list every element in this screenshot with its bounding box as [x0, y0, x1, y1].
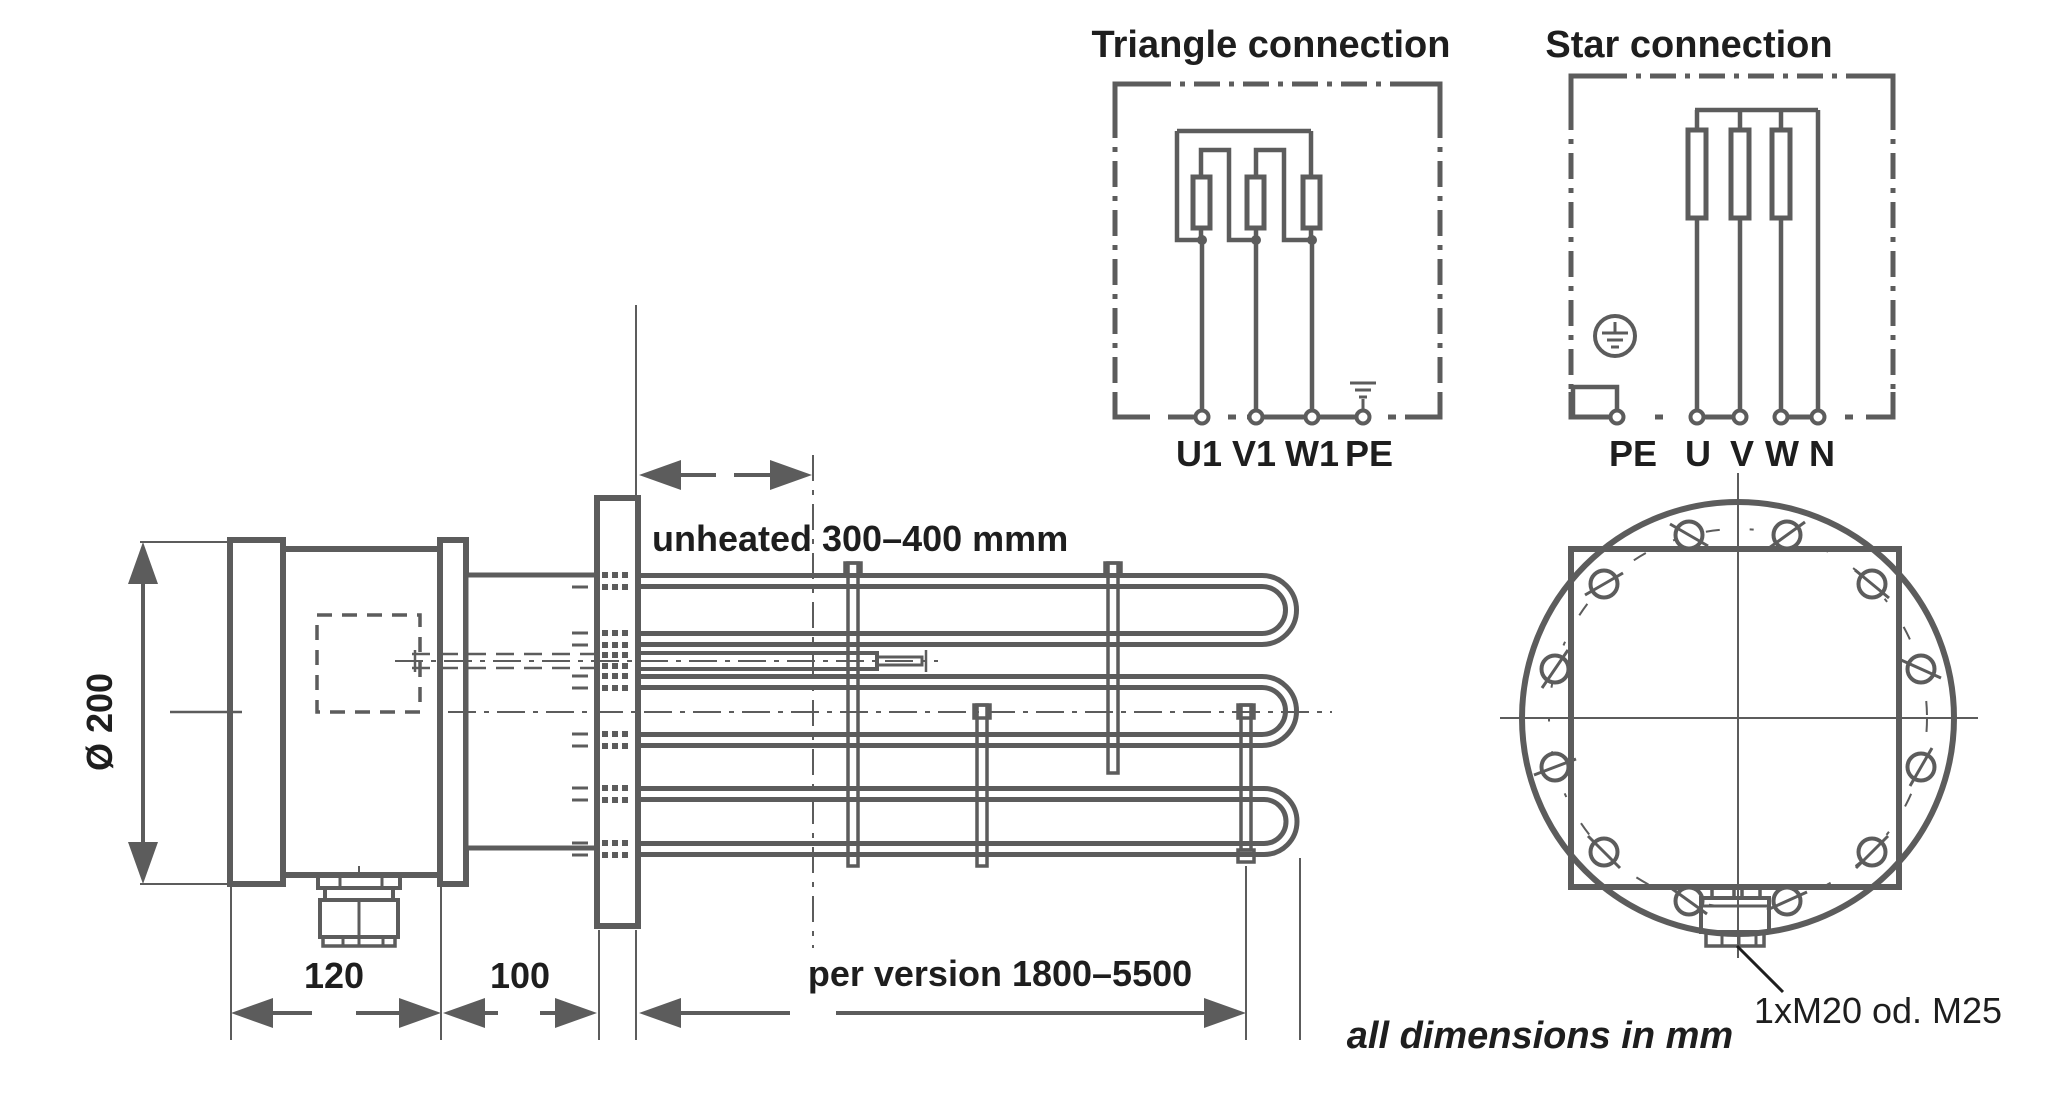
- gland-label: 1xM20 od. M25: [1754, 990, 2002, 1031]
- unheated-label: unheated 300–400 mmm: [652, 518, 1068, 559]
- penetration-row: [572, 785, 628, 803]
- terminal-circle: [1688, 408, 1706, 426]
- terminal-circle: [1772, 408, 1790, 426]
- terminal-circle: [1809, 408, 1827, 426]
- heating-element-inner: [638, 797, 1289, 846]
- star-connection-box: [1568, 73, 1896, 420]
- terminal-circle: [1354, 408, 1372, 426]
- support-bracket: [975, 703, 989, 868]
- immersion-length-label: per version 1800–5500: [808, 953, 1192, 994]
- terminal-label-n: N: [1809, 433, 1835, 474]
- star-connection-diagram: Star connection: [1545, 24, 1896, 474]
- neck-length-label: 100: [490, 955, 550, 996]
- terminal-circle: [1193, 408, 1211, 426]
- dimensions-note: all dimensions in mm: [1347, 1015, 1733, 1057]
- dimension-arrow-right: [770, 460, 812, 490]
- support-brackets: [843, 561, 1256, 868]
- gland-leader-line: [1735, 944, 1785, 994]
- dimension-arrow-up: [128, 542, 158, 584]
- penetration-row: [572, 731, 628, 749]
- dimension-arrow-down: [128, 842, 158, 884]
- heater-resistor: [1300, 174, 1323, 231]
- heating-elements: [638, 573, 1300, 857]
- earth-icon: [1350, 381, 1376, 410]
- heater-resistor: [1190, 174, 1213, 231]
- dimension-arrow-left: [639, 460, 681, 490]
- tube-penetrations: [572, 572, 628, 858]
- housing-width-label: 120: [304, 955, 364, 996]
- terminal-circle: [1731, 408, 1749, 426]
- heater-resistor: [1769, 127, 1793, 221]
- heater-resistor: [1685, 127, 1709, 221]
- diameter-label: Ø 200: [79, 673, 120, 771]
- delta-link-wire: [1253, 147, 1312, 243]
- heater-resistor: [1244, 174, 1267, 231]
- pe-wire: [1570, 384, 1620, 415]
- support-bracket: [846, 561, 860, 868]
- bracket-cap: [1236, 848, 1256, 864]
- penetration-row: [572, 572, 628, 590]
- heater-resistor: [1728, 127, 1752, 221]
- penetration-row: [602, 652, 628, 669]
- terminal-label-u1: U1: [1176, 433, 1222, 474]
- terminal-circle: [1247, 408, 1265, 426]
- triangle-connection-title: Triangle connection: [1092, 24, 1451, 66]
- triangle-connection-diagram: Triangle connection: [1092, 24, 1451, 474]
- triangle-circuit: [1174, 128, 1376, 426]
- support-bracket: [1106, 561, 1120, 775]
- terminal-label-v1: V1: [1232, 433, 1276, 474]
- terminal-label-w: W: [1765, 433, 1799, 474]
- penetration-row: [572, 840, 628, 858]
- penetration-row: [572, 673, 628, 691]
- heating-element-inner: [638, 584, 1288, 636]
- bolt-holes: [1533, 519, 1942, 917]
- protective-earth-icon: [1593, 314, 1637, 358]
- cable-gland-side: [316, 866, 402, 948]
- star-connection-title: Star connection: [1545, 24, 1832, 66]
- terminal-label-pe: PE: [1345, 433, 1393, 474]
- cable-gland-front: [1699, 885, 1771, 948]
- wire: [1174, 131, 1202, 243]
- star-circuit: [1570, 107, 1827, 426]
- bottom-dimensions: 120 100 per version 1800–5500: [230, 858, 1301, 1040]
- support-bracket: [1239, 703, 1253, 852]
- hidden-terminal-block: [315, 613, 422, 714]
- heating-element-outer: [638, 573, 1299, 647]
- terminal-label-w1: W1: [1285, 433, 1339, 474]
- terminal-label-pe: PE: [1609, 433, 1657, 474]
- terminal-circle: [1303, 408, 1321, 426]
- flange-end-view: 1xM20 od. M25: [1500, 473, 2002, 1031]
- terminal-circle: [1608, 408, 1626, 426]
- delta-link-wire: [1198, 147, 1256, 243]
- bolt-circle: [1548, 528, 1928, 908]
- terminal-label-v: V: [1730, 433, 1754, 474]
- side-view: Ø 200: [79, 305, 1332, 1040]
- triangle-connection-box: [1112, 81, 1443, 420]
- terminal-label-u: U: [1685, 433, 1711, 474]
- penetration-row: [572, 630, 628, 648]
- heating-element-outer: [638, 786, 1300, 857]
